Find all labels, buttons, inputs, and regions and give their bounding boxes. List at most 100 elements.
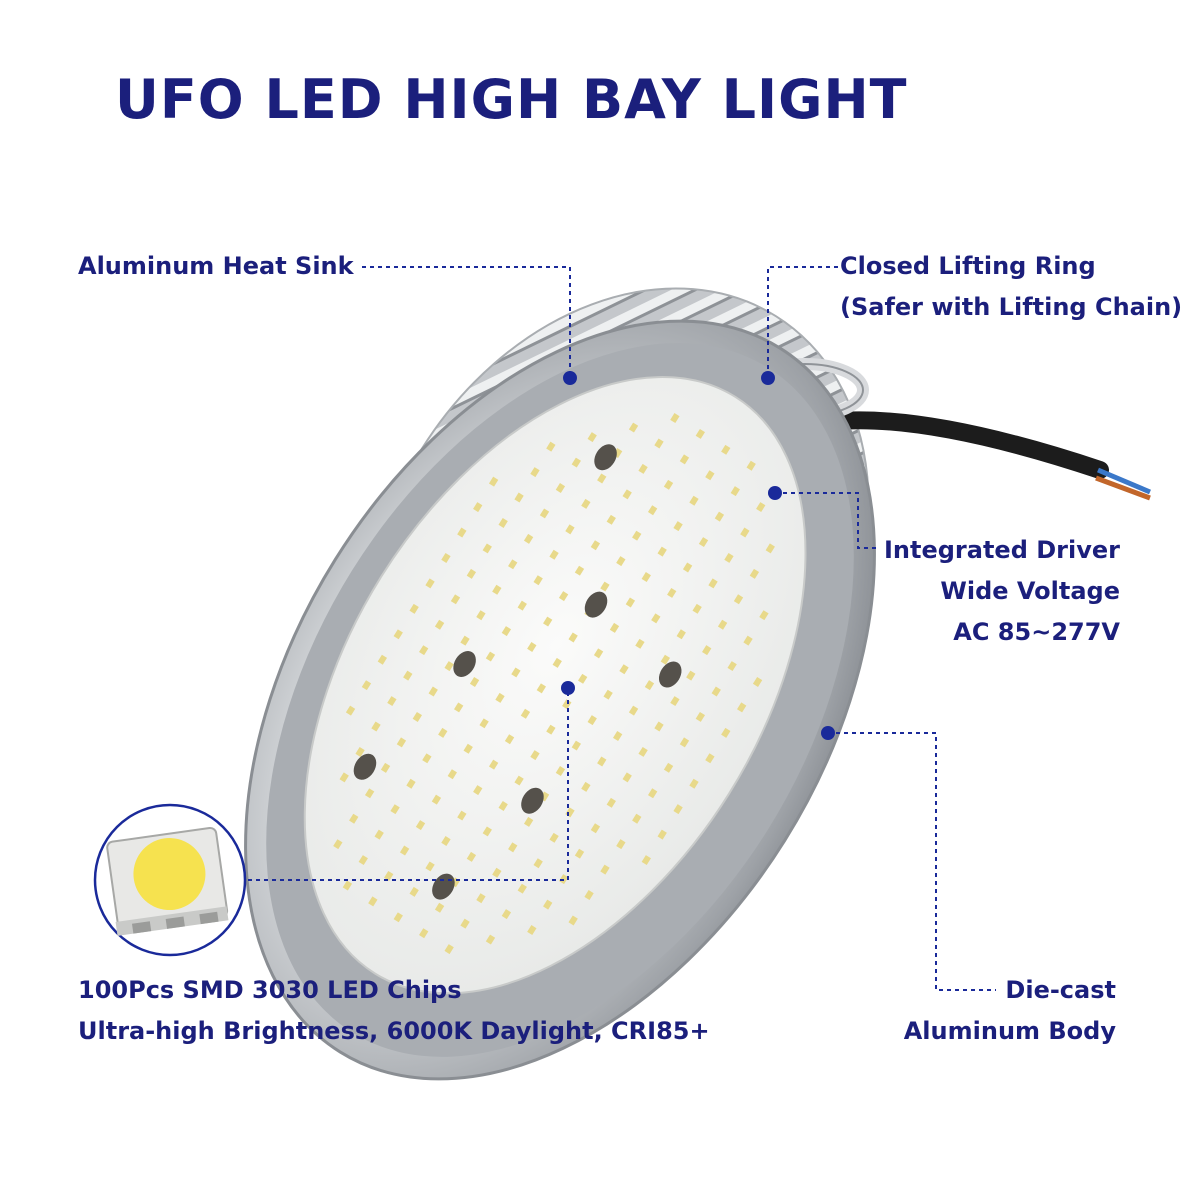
led-chip-dot: [511, 667, 521, 678]
led-chip-dot: [574, 565, 585, 576]
led-chip-dot: [539, 508, 550, 519]
led-chip-dot: [492, 867, 502, 878]
led-chip-dot: [600, 864, 610, 875]
led-chip-dot: [676, 629, 686, 640]
led-chip-dot: [488, 476, 499, 487]
led-chip-dot: [428, 686, 438, 697]
led-chip-dot: [581, 781, 591, 792]
led-chip-dot: [501, 909, 512, 920]
led-chip-dot: [485, 934, 496, 945]
led-chip-dot: [536, 683, 547, 694]
led-chip-dot: [482, 826, 492, 837]
driver-label: Integrated Driver Wide Voltage AC 85~277…: [883, 536, 1120, 646]
led-chip-dot: [616, 839, 626, 850]
led-chip-dot: [593, 648, 604, 659]
led-chip-dot: [638, 463, 648, 474]
led-chip-dot: [695, 711, 706, 722]
led-chip-dot: [740, 527, 750, 538]
led-chip-dot: [749, 568, 760, 579]
led-chip-dot: [358, 855, 368, 866]
lifting-ring-label: Closed Lifting Ring (Safer with Lifting …: [840, 252, 1183, 321]
led-chip-dot: [460, 918, 470, 929]
led-chip-dot: [717, 619, 728, 630]
led-chip-dot: [571, 740, 581, 751]
led-chip-dot: [619, 664, 629, 675]
led-chip-dot: [549, 549, 559, 560]
led-chip-dot: [364, 788, 375, 799]
led-chip-dot: [628, 705, 639, 716]
led-chip-dot: [689, 495, 699, 506]
led-chip-dot: [495, 692, 505, 703]
led-chip-dot: [641, 572, 651, 583]
led-chip-dot: [628, 422, 639, 433]
led-chip-dot: [568, 632, 578, 643]
led-chip-dot: [555, 766, 566, 777]
led-chip-dot: [721, 727, 731, 738]
led-chip-dot: [374, 829, 384, 840]
led-chip-dot: [463, 743, 473, 754]
led-chip-dot: [479, 718, 489, 729]
led-chip-dot: [409, 603, 419, 614]
led-chip-dot: [431, 794, 442, 805]
led-chip-dot: [667, 587, 677, 598]
led-chip-dot: [657, 546, 667, 557]
led-chip-dot: [756, 502, 766, 513]
led-chip-dot: [476, 610, 486, 621]
led-chip-dot: [492, 584, 502, 595]
led-chip-dot: [457, 527, 467, 538]
led-chip-dot: [644, 680, 655, 691]
heat-sink-label: Aluminum Heat Sink: [78, 252, 354, 280]
led-chip-dot: [514, 775, 524, 786]
led-chip-dot: [476, 893, 486, 904]
led-chip-dot: [527, 925, 537, 936]
led-chip-dot: [584, 890, 594, 901]
led-chip-dot: [705, 470, 715, 481]
led-chip-dot: [384, 870, 394, 881]
led-chip-dot: [606, 514, 616, 525]
led-chip-dot: [530, 750, 540, 761]
led-chip-dot: [743, 635, 753, 646]
led-chip-dot: [647, 788, 658, 799]
led-chip-dot: [393, 629, 403, 640]
led-chip-dot: [565, 524, 575, 535]
led-chip-dot: [724, 552, 734, 563]
led-chip-dot: [349, 813, 359, 824]
led-chip-dot: [409, 886, 419, 897]
led-chip-dot: [597, 756, 607, 767]
led-chip-dot: [679, 454, 690, 465]
led-chip-dot: [533, 575, 543, 586]
led-chip-dot: [514, 492, 524, 503]
led-chip-dot: [733, 594, 744, 605]
led-chip-dot: [390, 804, 400, 815]
led-chip-dot: [654, 721, 664, 732]
led-chip-dot: [711, 686, 721, 697]
led-chip-dot: [460, 635, 470, 646]
led-chip-dot: [371, 721, 381, 732]
led-chip-dot: [457, 810, 467, 821]
led-chip-dot: [581, 498, 591, 509]
led-chip-dot: [425, 861, 435, 872]
led-chip-dot: [527, 642, 537, 652]
led-chip-dot: [425, 578, 435, 589]
led-chip-dot: [721, 444, 731, 455]
led-chip-dot: [368, 896, 378, 907]
led-chip-dot: [517, 883, 527, 894]
led-chip-dot: [641, 855, 651, 866]
led-chip-dot: [737, 702, 747, 713]
led-chip-dot: [765, 543, 775, 554]
led-chip-dot: [355, 746, 365, 757]
led-chip-dot: [501, 626, 512, 637]
led-chip-dot: [444, 661, 454, 672]
led-chip-dot: [657, 829, 667, 840]
led-chip-dot: [663, 479, 674, 490]
led-chip-dot: [613, 731, 623, 742]
led-chip-dot: [695, 428, 705, 439]
led-chip-dot: [670, 696, 680, 707]
led-chip-dot: [597, 473, 607, 484]
led-chip-dot: [727, 661, 737, 672]
led-chip-dot: [469, 677, 480, 687]
led-chip-dot: [622, 489, 632, 500]
led-chip-dot: [578, 673, 588, 684]
led-chip-dot: [660, 654, 671, 665]
